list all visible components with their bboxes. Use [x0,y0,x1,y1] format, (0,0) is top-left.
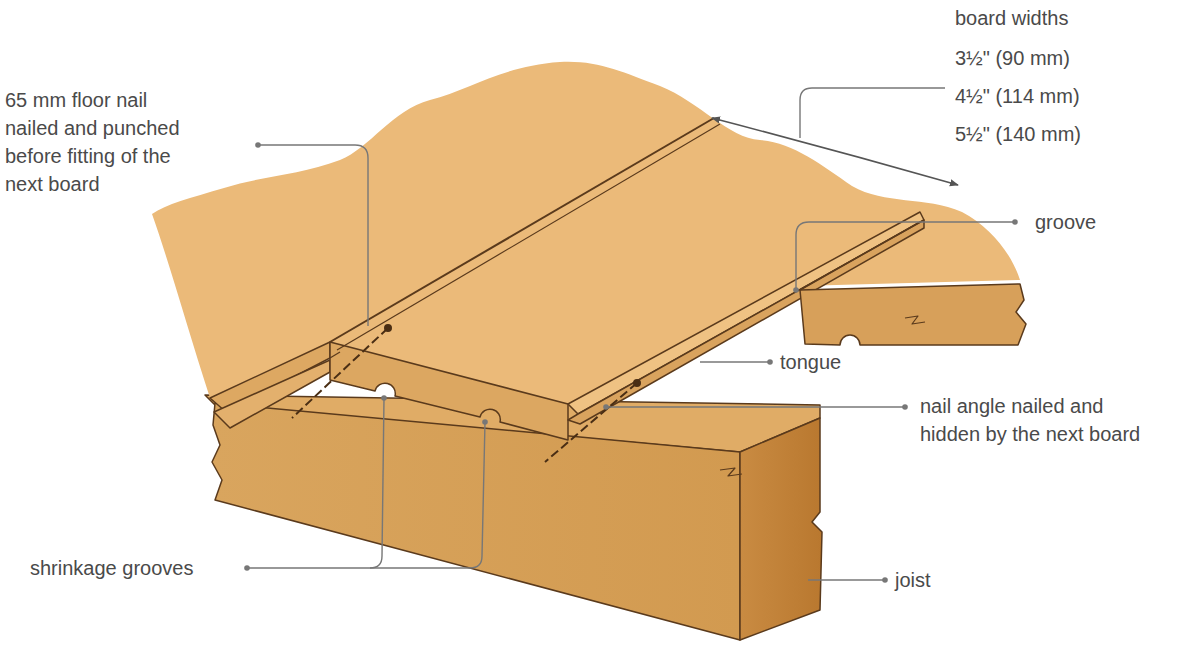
callout-label: groove [1035,208,1096,236]
callout-label: 5½" (140 mm) [955,120,1081,148]
callout-label: 3½" (90 mm) [955,44,1070,72]
callout-label: nail angle nailed and hidden by the next… [920,392,1155,448]
floor-boards [152,62,1026,440]
floor-nails [292,325,640,462]
leader-dots [244,142,1018,583]
callout-label: 65 mm floor nail nailed and punched befo… [5,86,193,198]
leader-lines [247,88,1015,580]
callout-label: joist [895,566,931,594]
callout-label: tongue [780,348,841,376]
width-arrow [712,118,958,185]
callout-label: shrinkage grooves [30,554,193,582]
callout-label: board widths [955,4,1068,32]
joist-drawing [205,395,822,640]
callout-label: 4½" (114 mm) [955,82,1080,110]
